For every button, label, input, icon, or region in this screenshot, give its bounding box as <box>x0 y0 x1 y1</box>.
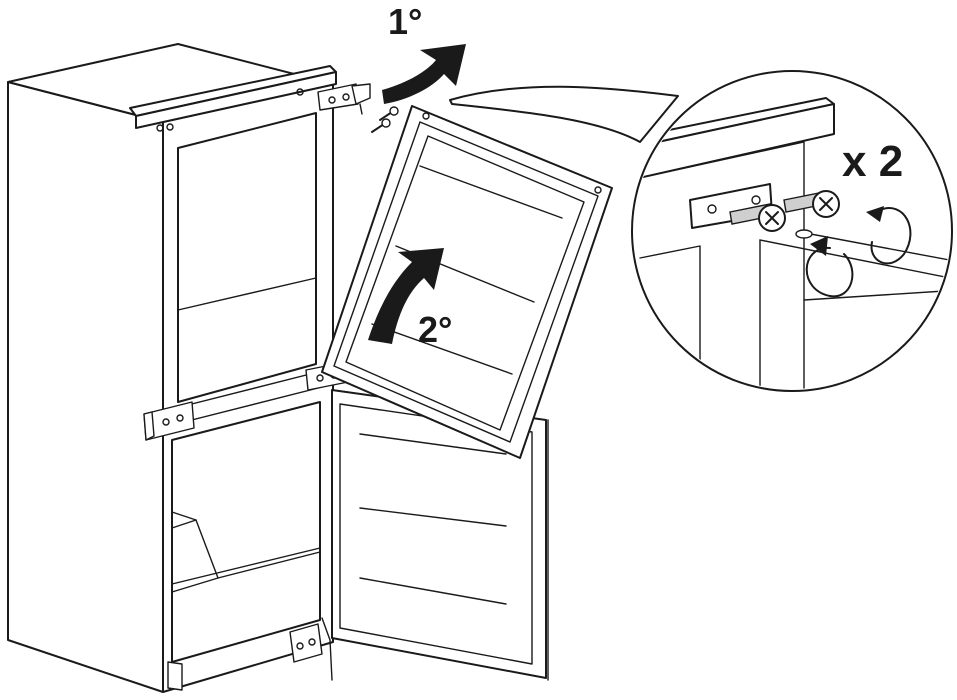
step1-label: 1° <box>388 1 422 42</box>
detail-callout <box>449 70 953 392</box>
step2-arrow <box>368 248 444 344</box>
step1-arrow <box>382 44 466 104</box>
rotate-icon-right <box>866 206 912 265</box>
fridge-cabinet <box>7 43 337 693</box>
top-hinge <box>317 83 371 115</box>
lower-door <box>331 389 549 681</box>
rotate-icon-left <box>805 236 854 298</box>
upper-door <box>321 105 613 459</box>
loose-screws <box>371 106 399 133</box>
step2-label: 2° <box>418 309 452 350</box>
multiplier-label: x 2 <box>842 137 903 186</box>
side-hinge <box>143 401 195 441</box>
